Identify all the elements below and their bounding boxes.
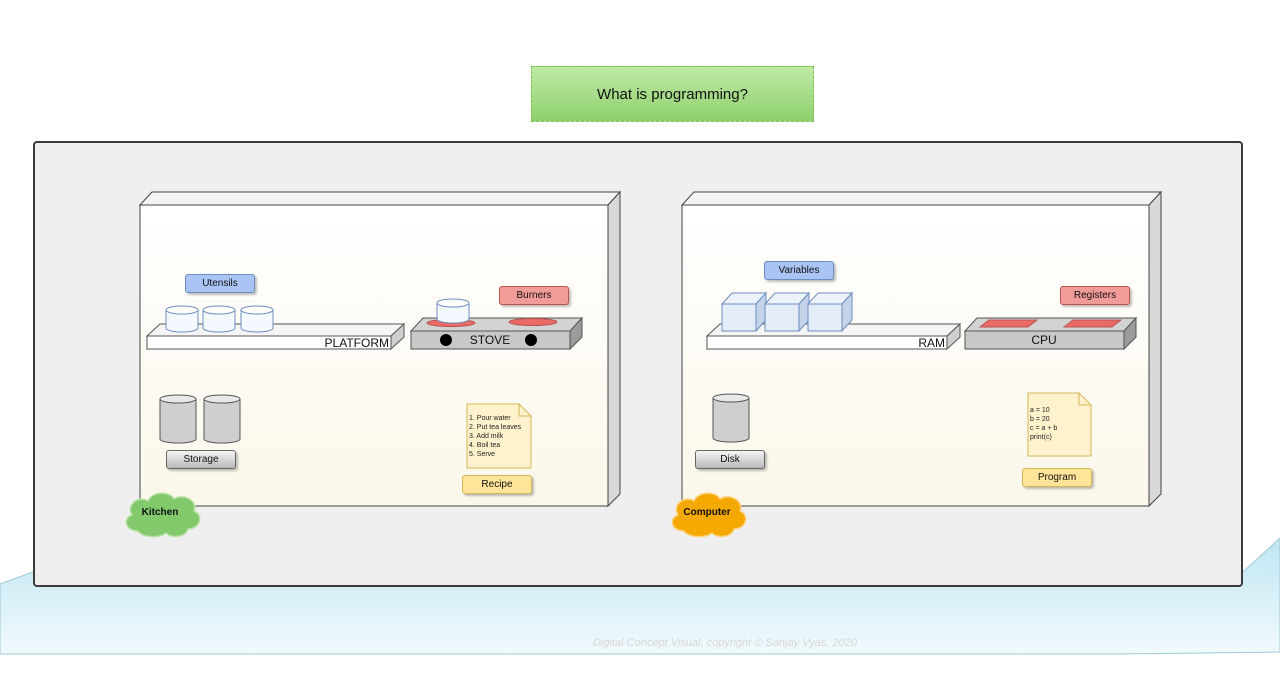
storage-label: Storage <box>166 450 236 469</box>
pot-on-stove <box>436 298 470 324</box>
stove-knob-right <box>525 334 537 346</box>
title-box: What is programming? <box>531 66 814 122</box>
storage-jar-2 <box>203 394 241 444</box>
kitchen-cloud-label: Kitchen <box>141 507 179 518</box>
variable-cube-3 <box>806 291 854 333</box>
recipe-steps: 1. Pour water 2. Put tea leaves 3. Add m… <box>469 415 522 458</box>
utensil-3 <box>240 305 274 333</box>
program-code: a = 10 b = 20 c = a + b print(c) <box>1030 407 1058 441</box>
variables-label: Variables <box>764 261 834 280</box>
registers-label: Registers <box>1060 286 1130 305</box>
stove-label: STOVE <box>469 333 511 347</box>
disk-label: Disk <box>695 450 765 469</box>
burner-right <box>508 318 558 326</box>
register-right <box>1062 319 1123 328</box>
program-label: Program <box>1022 468 1092 487</box>
utensil-1 <box>165 305 199 333</box>
stove-knob-left <box>440 334 452 346</box>
storage-jar-1 <box>159 394 197 444</box>
burners-label: Burners <box>499 286 569 305</box>
utensils-label: Utensils <box>185 274 255 293</box>
disk-cylinder <box>712 393 750 443</box>
cpu-label: CPU <box>1031 333 1057 347</box>
ram-label: RAM <box>918 336 945 350</box>
copyright-text: Digital Concept Visual, copyright © Sanj… <box>593 637 857 649</box>
computer-cloud-label: Computer <box>683 507 731 518</box>
recipe-label: Recipe <box>462 475 532 494</box>
utensil-2 <box>202 305 236 333</box>
register-left <box>978 319 1039 328</box>
platform-label: PLATFORM <box>324 336 389 350</box>
